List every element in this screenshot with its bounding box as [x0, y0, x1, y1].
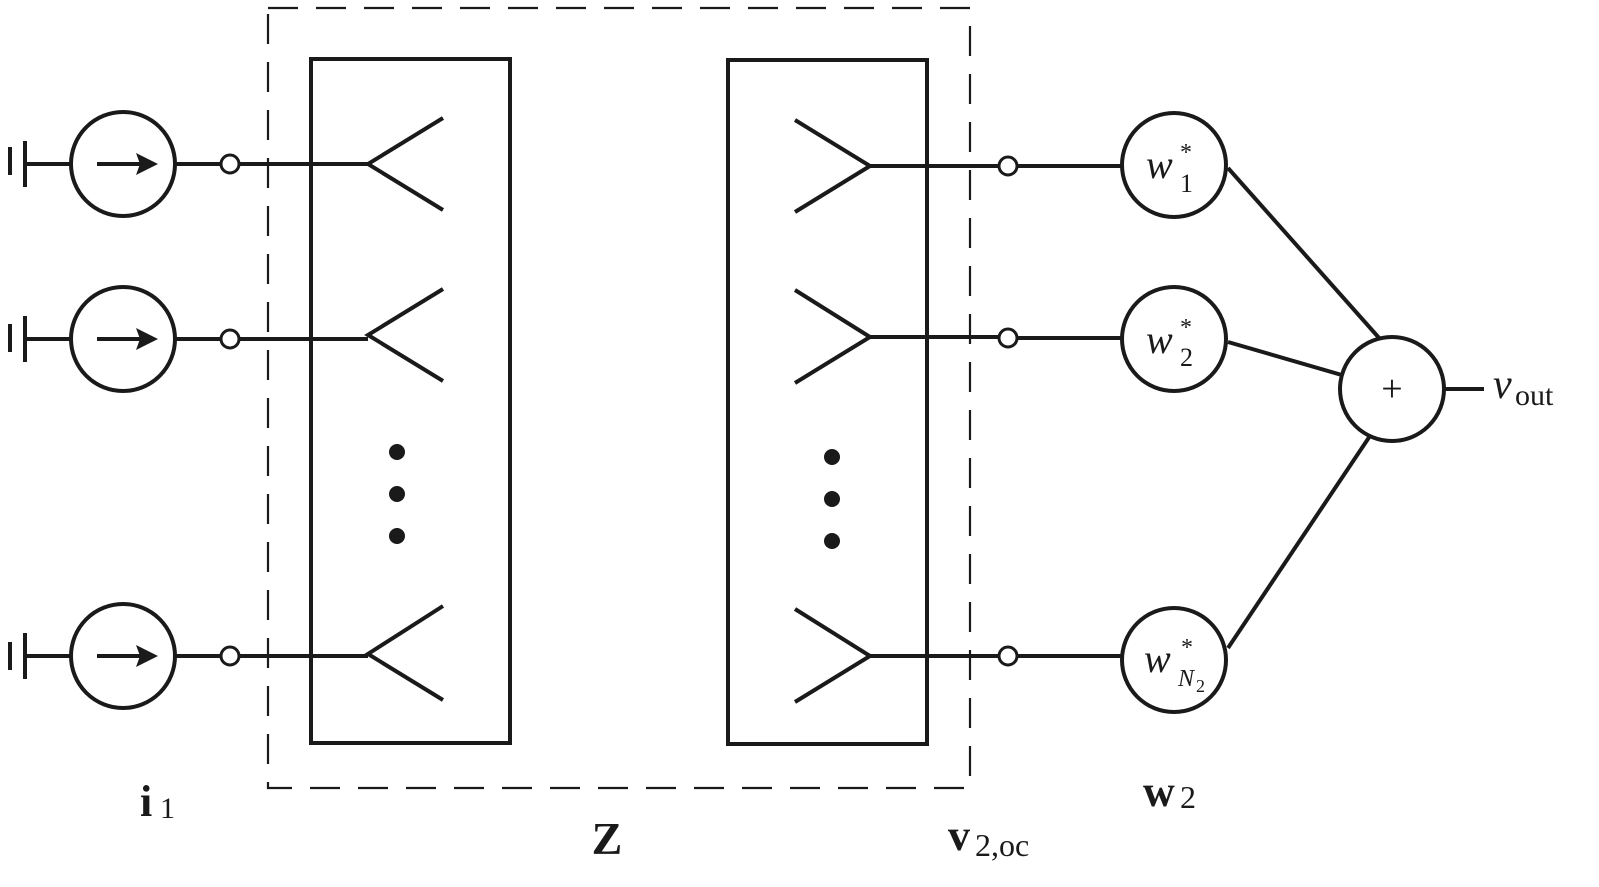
antenna-icon: [364, 116, 445, 212]
arrowhead-icon: [136, 153, 158, 175]
weight-node-1: w * 1: [1120, 111, 1228, 219]
antenna-icon: [793, 118, 874, 214]
svg-text:2: 2: [1180, 343, 1193, 372]
weight-node-2: w * 2: [1120, 285, 1228, 393]
svg-text:v: v: [948, 811, 970, 860]
connection-wn-summer: [1226, 410, 1388, 650]
impedance-matrix-label: Z: [592, 813, 623, 864]
port-terminal: [997, 645, 1019, 667]
open-circuit-voltage-label: v 2,oc: [948, 811, 1029, 863]
input-row-n: [8, 602, 445, 710]
svg-text:w: w: [1143, 767, 1175, 816]
svg-text:out: out: [1515, 379, 1554, 412]
receive-row-2: [793, 288, 1122, 385]
receive-row-1: [793, 118, 1122, 214]
z-network-boundary: [266, 6, 972, 790]
svg-text:2,oc: 2,oc: [975, 827, 1029, 863]
svg-text:v: v: [1493, 362, 1512, 408]
port-terminal: [219, 645, 241, 667]
svg-text:N: N: [1177, 666, 1196, 692]
svg-text:w: w: [1146, 317, 1173, 362]
svg-text:w: w: [1144, 636, 1171, 681]
port-terminal: [997, 155, 1019, 177]
connection-w1-summer: [1226, 166, 1390, 350]
transmit-array-block: [309, 57, 512, 745]
port-terminal: [219, 328, 241, 350]
port-terminal: [219, 153, 241, 175]
summer-node: +: [1338, 335, 1446, 443]
svg-text:*: *: [1180, 140, 1192, 166]
svg-text:i: i: [140, 777, 152, 826]
antenna-icon: [793, 288, 874, 385]
receive-row-n: [793, 607, 1122, 704]
antenna-icon: [364, 287, 445, 383]
svg-text:Z: Z: [592, 813, 623, 864]
port-terminal: [997, 327, 1019, 349]
svg-text:*: *: [1180, 315, 1192, 341]
receive-array-block: [726, 58, 929, 746]
svg-text:2: 2: [1180, 779, 1196, 815]
ellipsis-left: [389, 444, 405, 544]
svg-text:1: 1: [1180, 169, 1193, 198]
output-label: v out: [1493, 362, 1554, 412]
antenna-icon: [793, 607, 874, 704]
svg-text:2: 2: [1196, 676, 1205, 696]
ellipsis-right: [824, 449, 840, 549]
svg-text:w: w: [1146, 142, 1173, 187]
input-row-2: [8, 285, 445, 393]
svg-text:*: *: [1181, 635, 1193, 661]
input-row-1: [8, 110, 445, 218]
antenna-icon: [364, 604, 445, 702]
weight-vector-label: w 2: [1143, 767, 1196, 816]
plus-icon: +: [1381, 368, 1402, 410]
input-current-label: i 1: [140, 777, 175, 826]
weight-node-n: w * N 2: [1120, 606, 1228, 714]
svg-text:1: 1: [160, 792, 175, 825]
